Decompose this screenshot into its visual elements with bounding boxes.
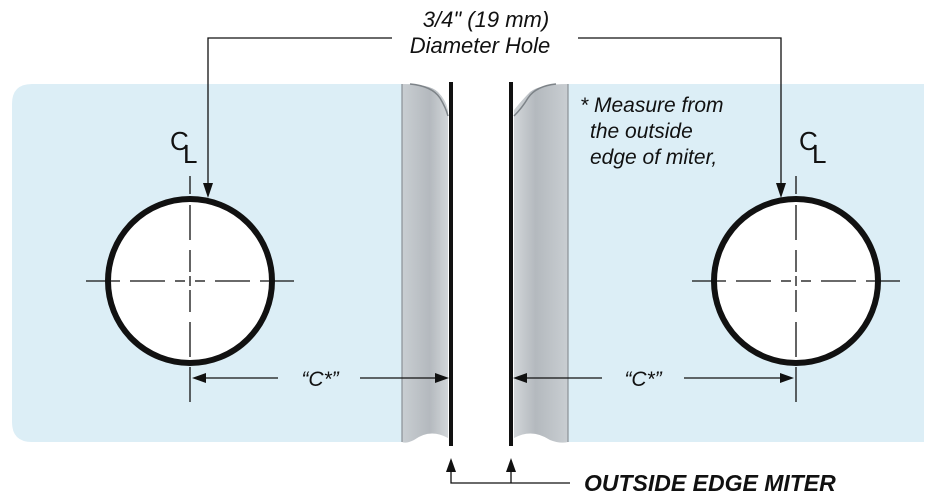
left-leader-arrowhead (203, 183, 213, 198)
note-line-2: the outside (590, 120, 693, 143)
svg-text:L: L (812, 139, 826, 169)
right-hole-centerlines (692, 176, 900, 402)
right-miter-curve (513, 83, 557, 117)
right-centerline-symbol: C L (799, 126, 826, 169)
hole-type-label: Diameter Hole (410, 33, 551, 58)
left-dimension-label: “C*” (301, 368, 339, 391)
left-miter-curve (409, 83, 449, 117)
left-hole-centerlines (86, 176, 294, 402)
outside-edge-miter-label: OUTSIDE EDGE MITER (584, 470, 836, 496)
note-line-1: * Measure from (580, 94, 724, 117)
left-dim-arrow-right (435, 373, 449, 383)
left-dim-arrow-left (192, 373, 206, 383)
right-leader-arrowhead (776, 183, 786, 198)
right-miter-bevel (514, 84, 568, 443)
svg-text:C: C (799, 126, 818, 156)
left-centerline-symbol: C L (170, 126, 197, 169)
miter-pointer-lines (450, 470, 570, 484)
left-miter-bevel (402, 84, 448, 443)
hole-label-leaders (207, 37, 782, 186)
right-dim-arrow-left (513, 373, 527, 383)
hole-size-label: 3/4" (19 mm) (423, 7, 549, 32)
miter-arrowhead-right (506, 458, 516, 472)
svg-text:L: L (183, 139, 197, 169)
svg-text:C: C (170, 126, 189, 156)
right-dim-arrow-right (780, 373, 794, 383)
miter-arrowhead-left (446, 458, 456, 472)
right-dimension-label: “C*” (624, 368, 662, 391)
note-line-3: edge of miter, (590, 146, 717, 169)
